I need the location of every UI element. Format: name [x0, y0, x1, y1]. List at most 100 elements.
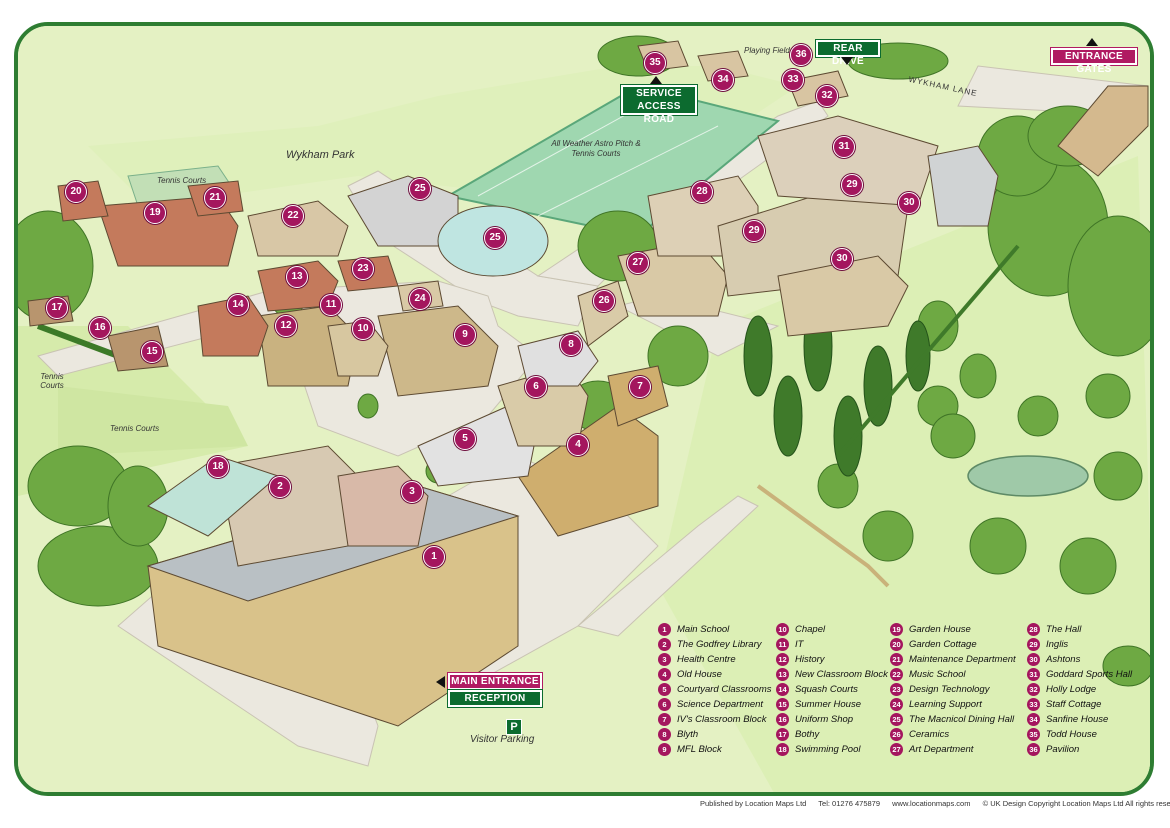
marker-32[interactable]: 32 — [816, 85, 838, 107]
marker-7[interactable]: 7 — [629, 376, 651, 398]
marker-8[interactable]: 8 — [560, 334, 582, 356]
marker-15[interactable]: 15 — [141, 341, 163, 363]
sign-service-line2: ACCESS ROAD — [637, 101, 681, 125]
marker-35[interactable]: 35 — [644, 52, 666, 74]
marker-21[interactable]: 21 — [204, 187, 226, 209]
marker-30a[interactable]: 30 — [898, 192, 920, 214]
legend-item[interactable]: 7 IV's Classroom Block — [658, 712, 782, 727]
legend-label: The Godfrey Library — [677, 639, 762, 650]
marker-20[interactable]: 20 — [65, 181, 87, 203]
marker-10[interactable]: 10 — [352, 318, 374, 340]
legend-number: 26 — [890, 728, 903, 741]
marker-6[interactable]: 6 — [525, 376, 547, 398]
marker-5[interactable]: 5 — [454, 428, 476, 450]
marker-17[interactable]: 17 — [46, 297, 68, 319]
marker-9[interactable]: 9 — [454, 324, 476, 346]
legend-label: IV's Classroom Block — [677, 714, 767, 725]
building-courtyard — [417, 405, 539, 487]
legend-number: 1 — [658, 623, 671, 636]
marker-33[interactable]: 33 — [782, 69, 804, 91]
marker-24[interactable]: 24 — [409, 288, 431, 310]
legend-number: 20 — [890, 638, 903, 651]
marker-12[interactable]: 12 — [275, 315, 297, 337]
marker-11[interactable]: 11 — [320, 294, 342, 316]
marker-25a[interactable]: 25 — [409, 178, 431, 200]
legend-label: Health Centre — [677, 654, 736, 665]
marker-26[interactable]: 26 — [593, 290, 615, 312]
marker-34[interactable]: 34 — [712, 69, 734, 91]
marker-3[interactable]: 3 — [401, 481, 423, 503]
legend-number: 14 — [776, 683, 789, 696]
marker-31[interactable]: 31 — [833, 136, 855, 158]
marker-22[interactable]: 22 — [282, 205, 304, 227]
legend-number: 9 — [658, 743, 671, 756]
marker-36[interactable]: 36 — [790, 44, 812, 66]
marker-1[interactable]: 1 — [423, 546, 445, 568]
marker-14[interactable]: 14 — [227, 294, 249, 316]
marker-2[interactable]: 2 — [269, 476, 291, 498]
marker-30b[interactable]: 30 — [831, 248, 853, 270]
legend-label: The Macnicol Dining Hall — [909, 714, 1015, 725]
legend-number: 25 — [890, 713, 903, 726]
footer-web[interactable]: www.locationmaps.com — [892, 799, 971, 808]
legend-label: Old House — [677, 669, 722, 680]
legend-number: 24 — [890, 698, 903, 711]
marker-29b[interactable]: 29 — [743, 220, 765, 242]
legend-number: 7 — [658, 713, 671, 726]
legend-item[interactable]: 25 The Macnicol Dining Hall — [890, 712, 1014, 727]
sign-reception: RECEPTION — [448, 690, 542, 707]
legend-label: Swimming Pool — [795, 744, 861, 755]
marker-27[interactable]: 27 — [627, 252, 649, 274]
legend-number: 13 — [776, 668, 789, 681]
marker-16[interactable]: 16 — [89, 317, 111, 339]
legend-number: 23 — [890, 683, 903, 696]
marker-23[interactable]: 23 — [352, 258, 374, 280]
legend-label: Chapel — [795, 624, 826, 635]
marker-25b[interactable]: 25 — [484, 227, 506, 249]
legend-label: Staff Cottage — [1046, 699, 1102, 710]
legend-label: Summer House — [795, 699, 861, 710]
marker-29a[interactable]: 29 — [841, 174, 863, 196]
marker-13[interactable]: 13 — [286, 266, 308, 288]
marker-19[interactable]: 19 — [144, 202, 166, 224]
marker-18[interactable]: 18 — [207, 456, 229, 478]
legend-label: Uniform Shop — [795, 714, 854, 725]
marker-28[interactable]: 28 — [691, 181, 713, 203]
marker-4[interactable]: 4 — [567, 434, 589, 456]
